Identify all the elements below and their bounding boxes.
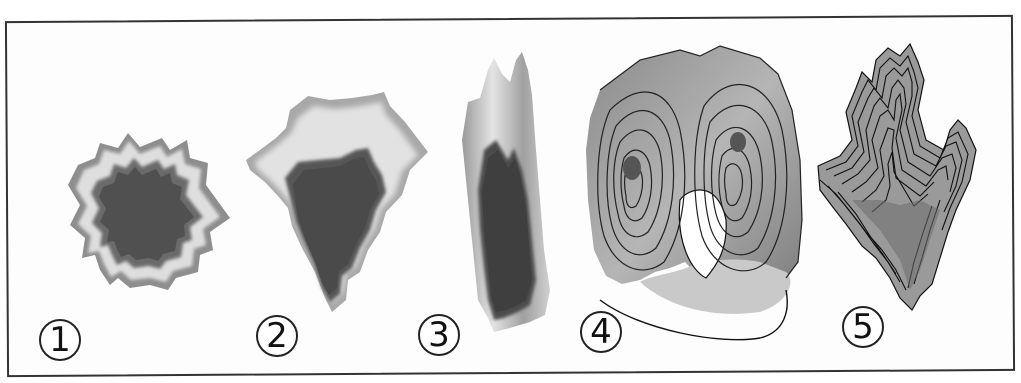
shape-5 — [818, 44, 976, 310]
shape-1 — [68, 133, 230, 290]
label-1-text: 1 — [49, 323, 71, 357]
label-2-text: 2 — [266, 319, 288, 353]
label-2: 2 — [256, 315, 298, 357]
label-3: 3 — [418, 314, 460, 356]
label-5-text: 5 — [852, 310, 874, 344]
shape-2 — [246, 92, 428, 312]
label-3-text: 3 — [428, 318, 450, 352]
shape-4 — [586, 46, 802, 340]
label-5: 5 — [842, 306, 884, 348]
label-1: 1 — [39, 319, 81, 361]
shape-3 — [462, 52, 550, 332]
label-4: 4 — [580, 311, 622, 353]
label-4-text: 4 — [590, 315, 612, 349]
